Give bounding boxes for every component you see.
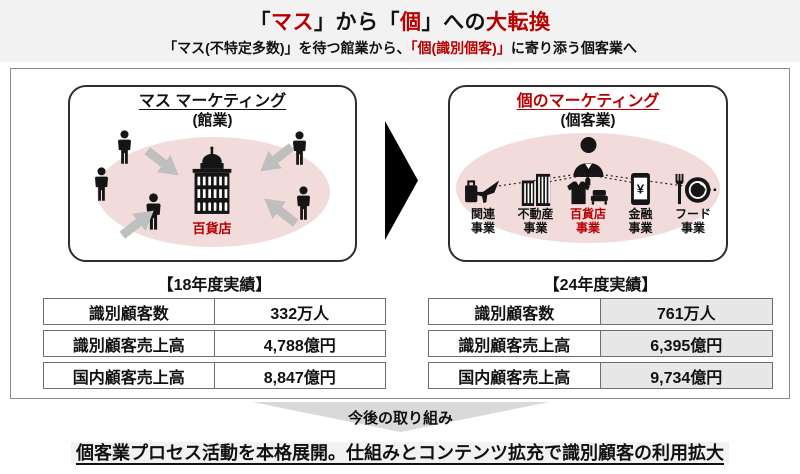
header-band: 「マス」から「個」への大転換 「マス(不特定多数)」を待つ館業から、「個(識別個… bbox=[0, 0, 800, 62]
person-icon bbox=[289, 131, 310, 166]
business-real-estate: 不動産 事業 bbox=[511, 170, 561, 236]
business-label: 百貨店 事業 bbox=[569, 207, 606, 235]
title-seg: 」への bbox=[421, 11, 486, 34]
business-label: フード 事業 bbox=[674, 207, 711, 235]
person-icon bbox=[91, 167, 112, 202]
mass-marketing-title: マス マーケティング bbox=[138, 93, 287, 110]
row-value: 9,734億円 bbox=[600, 363, 772, 388]
food-icon bbox=[668, 170, 718, 206]
table-row: 識別顧客売上高 6,395億円 bbox=[428, 330, 773, 357]
subtitle-seg: 「マス(不特定多数)」を待つ館業から、 bbox=[163, 40, 411, 56]
gray-arrow-icon bbox=[252, 136, 300, 181]
business-finance: ¥ 金融 事業 bbox=[616, 170, 666, 236]
department-store-label: 百貨店 bbox=[192, 221, 232, 236]
business-row: 関連 事業 不動産 事業 bbox=[458, 170, 718, 236]
more-businesses-ellipsis: … bbox=[701, 176, 719, 195]
footer-statement: 個客業プロセス活動を本格展開。仕組みとコンテンツ拡充で識別顧客の利用拡大 bbox=[0, 439, 800, 465]
subtitle-seg-highlight: 「個(識別個客)」 bbox=[410, 40, 511, 56]
title-seg-mass: マス bbox=[271, 11, 314, 34]
travel-icon bbox=[458, 170, 508, 206]
row-label: 識別顧客数 bbox=[44, 299, 215, 324]
real-estate-icon bbox=[511, 170, 561, 206]
transition-label: 今後の取り組み bbox=[347, 410, 453, 427]
yen-glyph: ¥ bbox=[637, 182, 645, 197]
business-department-store: 百貨店 事業 bbox=[563, 170, 613, 236]
footer-statement-text: 個客業プロセス活動を本格展開。仕組みとコンテンツ拡充で識別顧客の利用拡大 bbox=[71, 442, 729, 464]
row-value: 8,847億円 bbox=[263, 369, 336, 387]
person-icon bbox=[293, 186, 314, 221]
department-goods-icon bbox=[563, 170, 613, 206]
subtitle-seg: に寄り添う個客業へ bbox=[510, 40, 637, 56]
table-row: 識別顧客数 332万人 bbox=[43, 298, 386, 325]
gray-arrow-icon bbox=[139, 140, 187, 185]
person-icon bbox=[142, 193, 165, 231]
gray-arrow-icon bbox=[114, 200, 162, 245]
table-row: 識別顧客売上高 4,788億円 bbox=[43, 330, 386, 357]
page-title: 「マス」から「個」への大転換 bbox=[0, 0, 800, 36]
business-label: 金融 事業 bbox=[628, 207, 653, 235]
row-label: 識別顧客売上高 bbox=[429, 331, 601, 356]
fy18-table-title: 【18年度実績】 bbox=[157, 277, 272, 294]
business-label: 不動産 事業 bbox=[517, 207, 554, 235]
mass-marketing-subtitle: (館業) bbox=[192, 112, 233, 129]
finance-icon: ¥ bbox=[616, 170, 666, 206]
fy24-table-title: 【24年度実績】 bbox=[543, 277, 658, 294]
title-seg-transform: 大転換 bbox=[486, 11, 551, 34]
gray-arrow-icon bbox=[256, 188, 304, 233]
row-value: 761万人 bbox=[600, 299, 772, 324]
row-label: 識別顧客数 bbox=[429, 299, 601, 324]
table-row: 国内顧客売上高 9,734億円 bbox=[428, 362, 773, 389]
title-seg-individual: 個 bbox=[400, 11, 422, 34]
department-store-building-icon bbox=[181, 146, 243, 216]
individual-marketing-subtitle: (個客業) bbox=[560, 112, 616, 129]
business-related: 関連 事業 bbox=[458, 170, 508, 236]
table-row: 識別顧客数 761万人 bbox=[428, 298, 773, 325]
row-label: 識別顧客売上高 bbox=[44, 331, 215, 356]
table-row: 国内顧客売上高 8,847億円 bbox=[43, 362, 386, 389]
row-value: 4,788億円 bbox=[263, 337, 336, 355]
title-seg: 」から「 bbox=[314, 11, 400, 34]
title-seg: 「 bbox=[249, 11, 271, 34]
row-label: 国内顧客売上高 bbox=[429, 363, 601, 388]
row-value: 6,395億円 bbox=[600, 331, 772, 356]
person-icon bbox=[114, 130, 135, 165]
row-label: 国内顧客売上高 bbox=[44, 363, 215, 388]
row-value: 332万人 bbox=[270, 305, 330, 323]
individual-marketing-title: 個のマーケティング bbox=[516, 93, 660, 110]
business-label: 関連 事業 bbox=[470, 207, 495, 235]
business-food: フード 事業 bbox=[668, 170, 718, 236]
page-subtitle: 「マス(不特定多数)」を待つ館業から、「個(識別個客)」に寄り添う個客業へ bbox=[0, 38, 800, 58]
